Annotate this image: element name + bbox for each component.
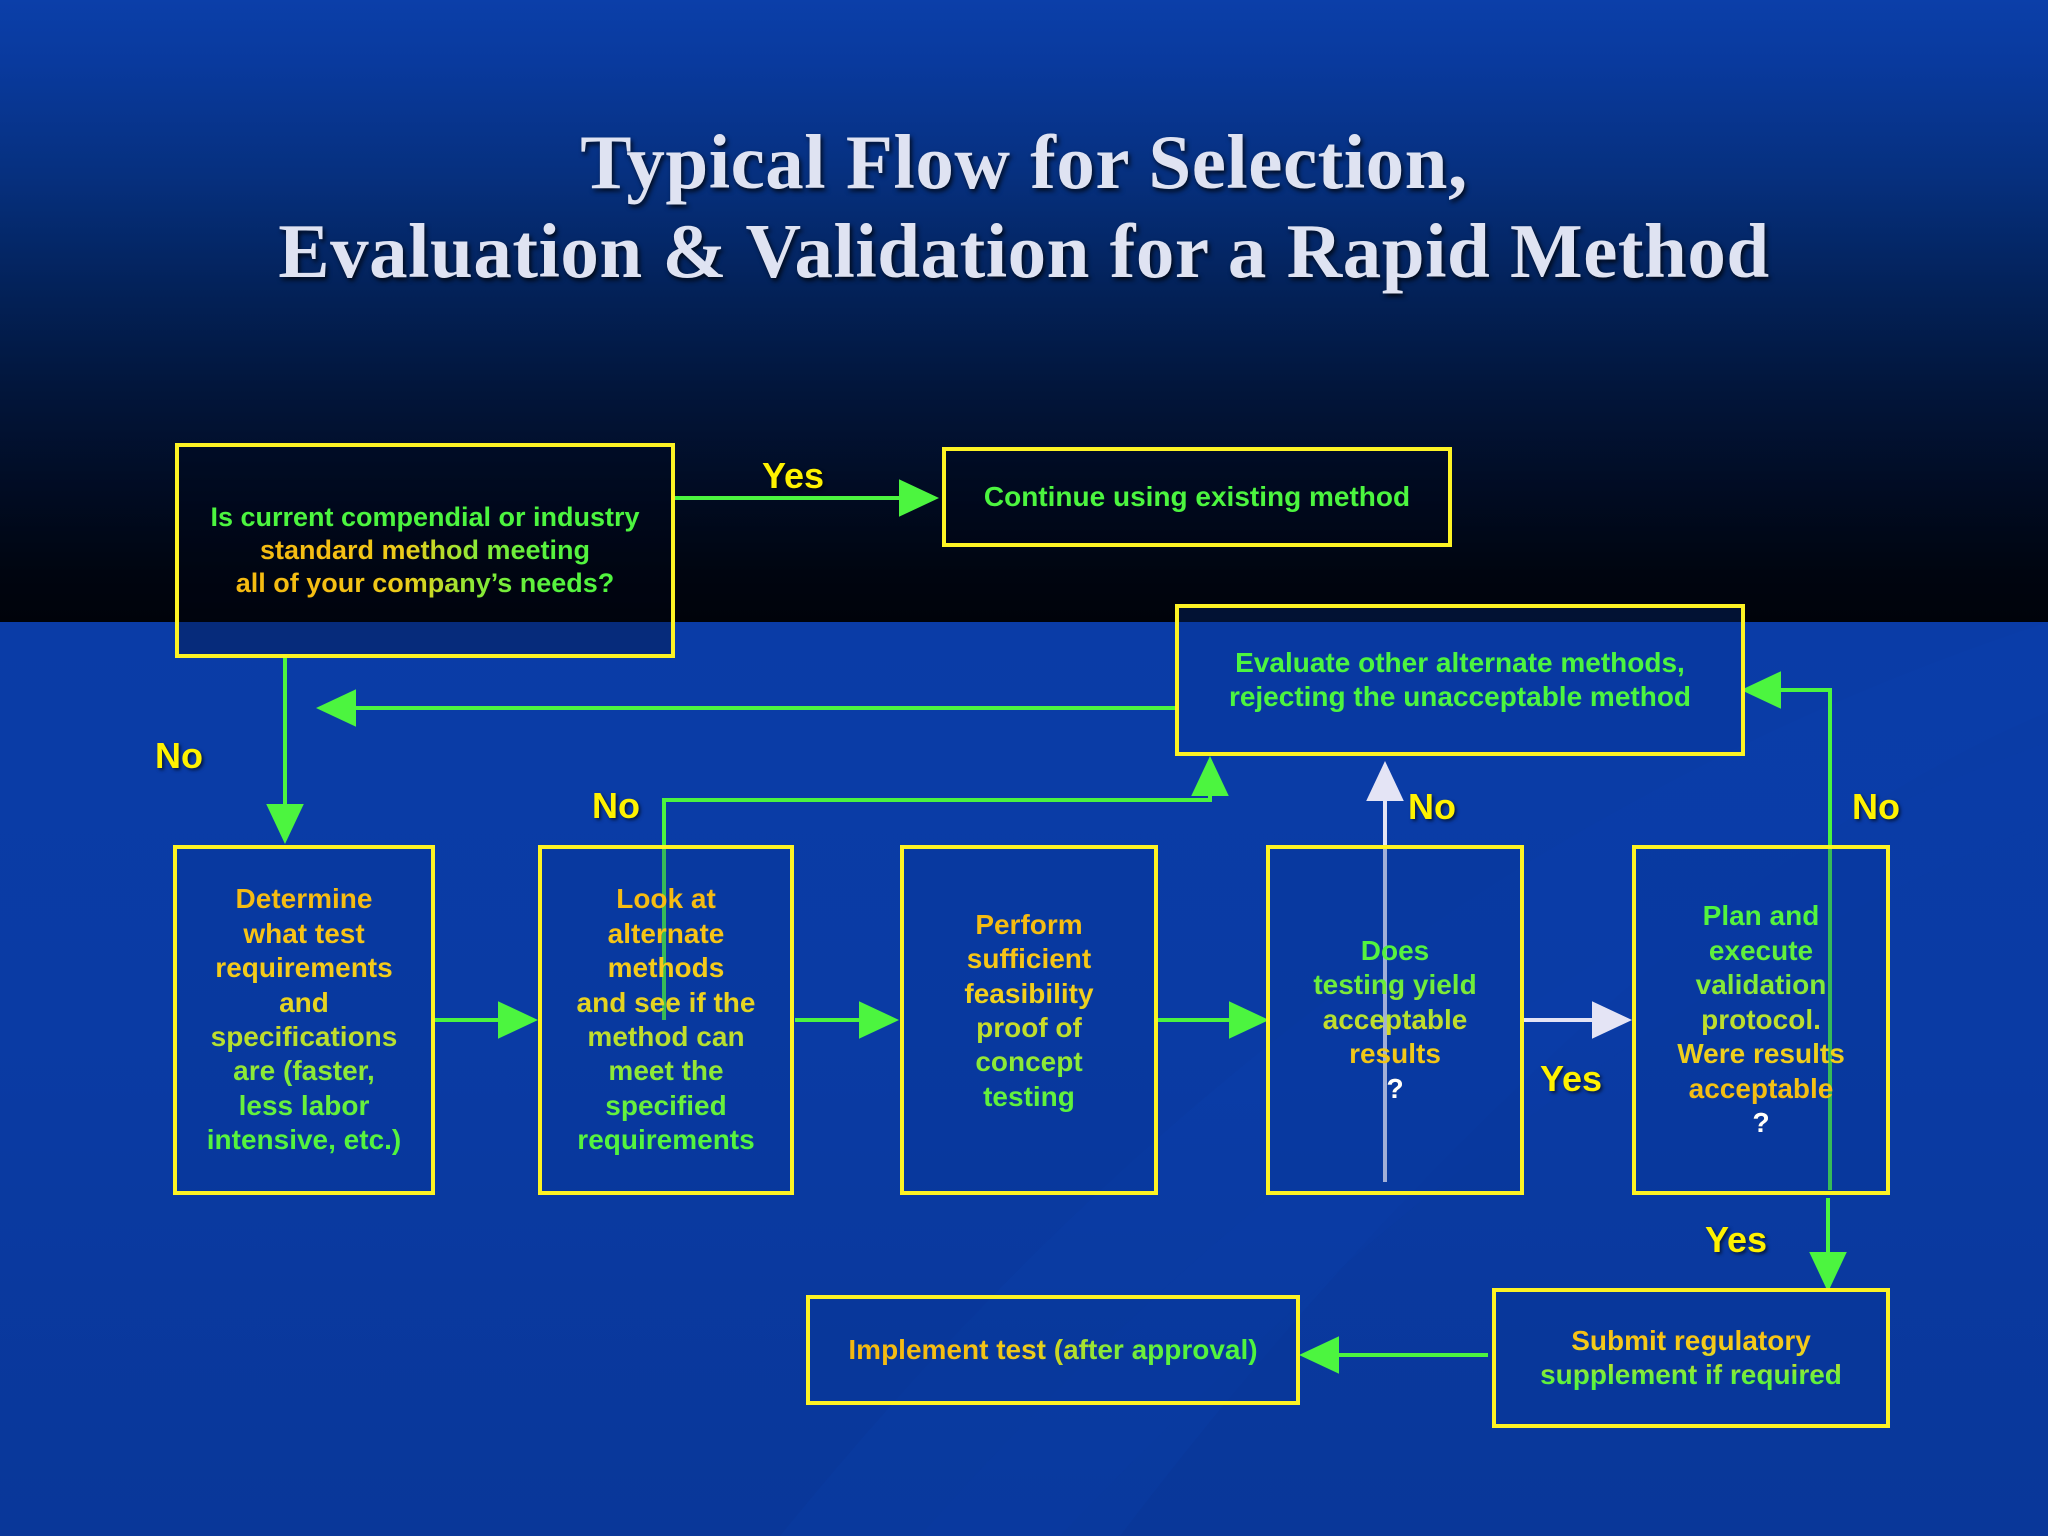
testing-question-mark: ? [1386,1072,1404,1104]
validation-question-mark: ? [1752,1107,1770,1139]
feasibility-line-3: feasibility [964,977,1094,1009]
background-swoosh-decoration [780,622,2048,1536]
node-decision-current-method[interactable]: Is current compendial or industry standa… [175,443,675,658]
evaluate-line-1: Evaluate other alternate methods, [1235,646,1685,678]
edge-label-no-left: No [155,735,203,776]
edge-look-to-evaluate-no [662,756,1229,1020]
node-submit-regulatory-supplement[interactable]: Submit regulatory supplement if required [1492,1288,1890,1428]
edge-label-yes-validation: Yes [1705,1219,1768,1260]
evaluate-line-2: rejecting the unacceptable method [1228,681,1692,712]
title-line-2: Evaluation & Validation for a Rapid Meth… [278,208,1770,295]
determine-line-4: and [279,986,329,1018]
validation-line-6: acceptable [1688,1072,1834,1104]
feasibility-line-1: Perform [975,908,1083,940]
background-gradient-bottom [0,622,2048,1536]
determine-line-1: Determine [235,883,373,915]
testing-line-3: acceptable [1322,1003,1468,1035]
decision-line-1: Is current compendial or industry [210,501,640,532]
node-validation-protocol-decision[interactable]: Plan and execute validation protocol. We… [1632,845,1890,1195]
feasibility-line-4: proof of [976,1012,1082,1043]
implement-test-label: Implement test (after approval) [818,1333,1288,1367]
slide-title: Typical Flow for Selection, Evaluation &… [0,118,2048,297]
look-line-2: alternate [607,917,725,949]
testing-line-2: testing yield [1313,969,1477,1001]
continue-existing-label: Continue using existing method [983,480,1411,512]
determine-line-5: specifications [210,1021,398,1052]
determine-line-2: what test [243,917,365,949]
testing-line-4: results [1349,1038,1441,1070]
validation-line-5: Were results [1677,1038,1845,1070]
feasibility-line-6: testing [983,1080,1075,1112]
decision-line-2: standard method meeting [187,534,663,567]
determine-line-6: are (faster, [233,1055,375,1087]
node-determine-requirements[interactable]: Determine what test requirements and spe… [173,845,435,1195]
feasibility-line-5: concept [975,1046,1083,1078]
determine-line-3: requirements [215,952,393,984]
edge-label-no-testing: No [1408,786,1456,827]
edge-validation-to-evaluate-no [1741,671,1832,1190]
validation-line-2: execute [1708,934,1814,966]
title-line-1: Typical Flow for Selection, [580,119,1468,205]
node-feasibility-testing[interactable]: Perform sufficient feasibility proof of … [900,845,1158,1195]
decision-line-3: all of your company’s needs? [187,567,663,600]
look-line-6: meet the [608,1055,724,1087]
determine-line-7: less labor [238,1089,370,1121]
validation-line-3: validation [1695,969,1827,1001]
edge-label-yes-top: Yes [762,455,825,496]
node-continue-existing-method[interactable]: Continue using existing method [942,447,1452,547]
edge-label-no-look: No [592,785,640,826]
edge-label-yes-testing: Yes [1540,1058,1603,1099]
node-evaluate-alternate-methods[interactable]: Evaluate other alternate methods, reject… [1175,604,1745,756]
look-line-5: method can [587,1021,745,1052]
validation-line-4: protocol. [1701,1003,1821,1035]
node-implement-test[interactable]: Implement test (after approval) [806,1295,1300,1405]
look-line-3: methods [607,952,725,984]
look-line-4: and see if the [576,986,756,1018]
look-line-1: Look at [616,883,716,915]
background-gradient-top [0,0,2048,622]
node-testing-results-decision[interactable]: Does testing yield acceptable results? [1266,845,1524,1195]
look-line-7: specified [605,1089,727,1121]
validation-line-1: Plan and [1702,900,1820,932]
node-look-at-alternate-methods[interactable]: Look at alternate methods and see if the… [538,845,794,1195]
determine-line-8: intensive, etc.) [206,1124,402,1156]
testing-line-1: Does [1360,934,1430,966]
submit-line-2: supplement if required [1540,1359,1842,1390]
feasibility-line-2: sufficient [966,943,1092,975]
look-line-8: requirements [577,1124,755,1156]
edge-label-no-validation: No [1852,786,1900,827]
submit-line-1: Submit regulatory [1571,1324,1811,1356]
